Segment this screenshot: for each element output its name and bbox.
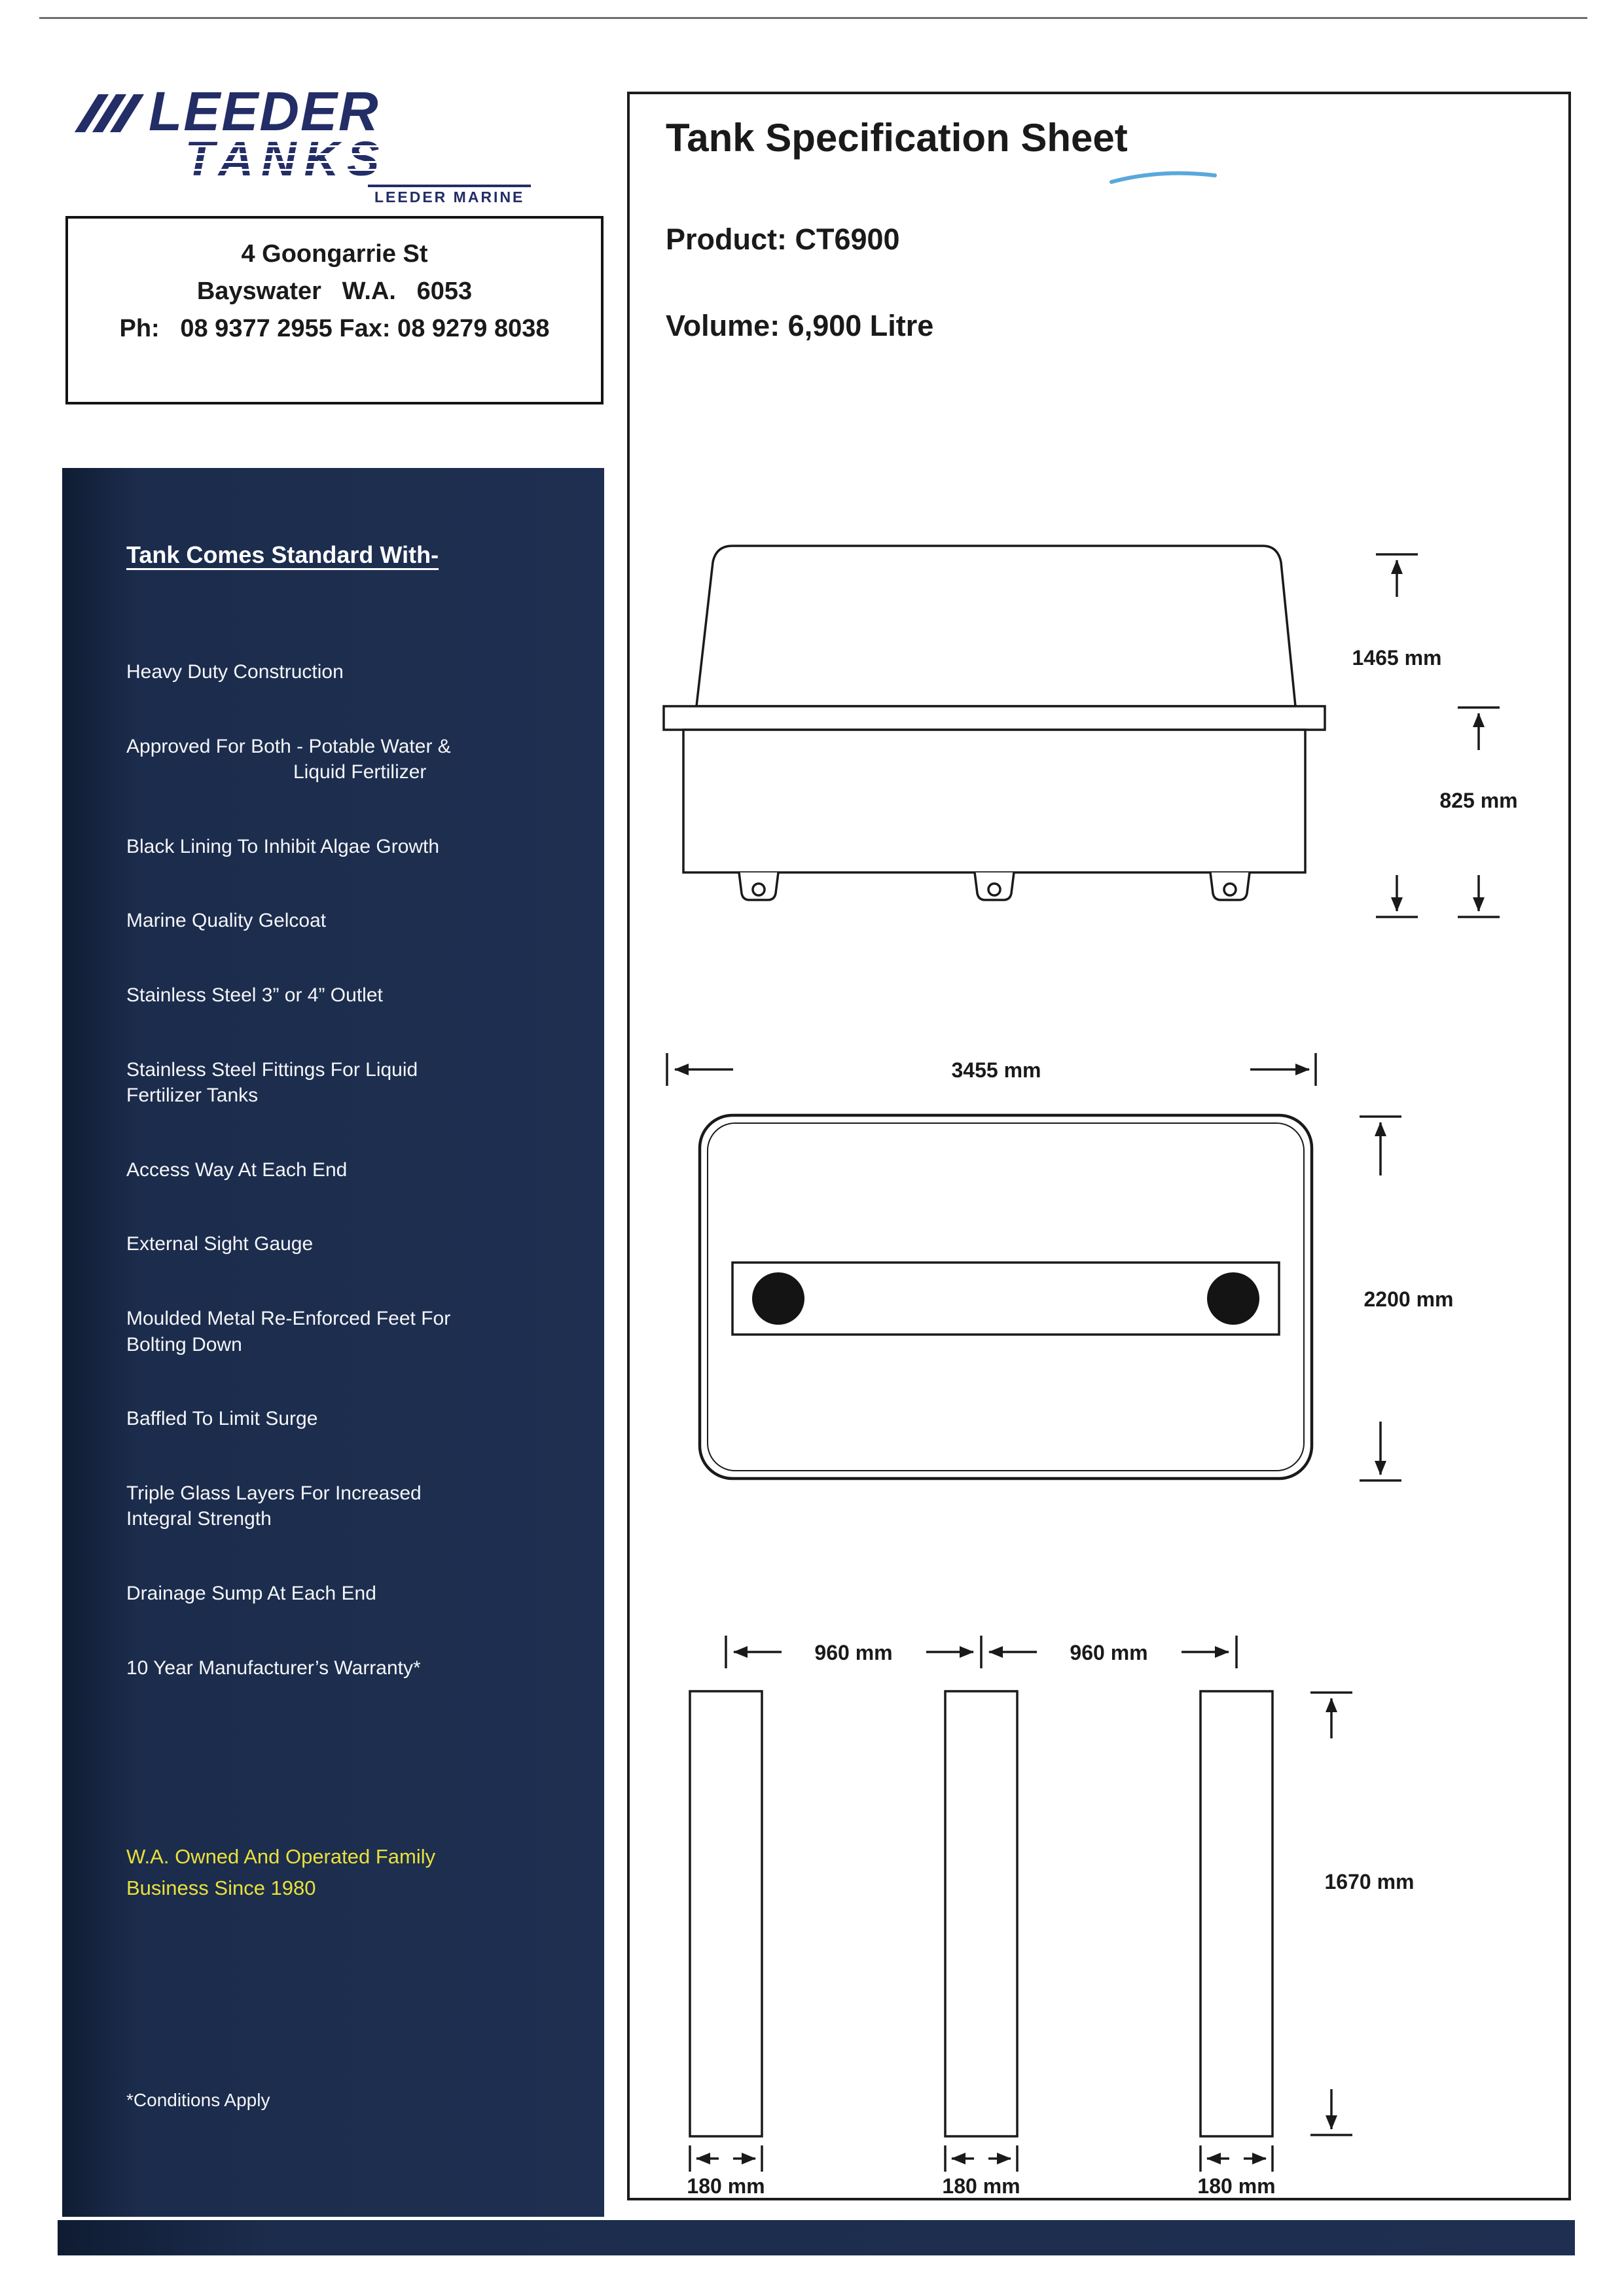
conditions-footnote: *Conditions Apply <box>126 2090 270 2110</box>
family-business-line1: W.A. Owned And Operated Family <box>126 1845 436 1868</box>
scan-artifact-line <box>39 17 1587 19</box>
tank-foot-tab <box>738 872 780 901</box>
logo-row2: TANKS <box>185 135 545 183</box>
feature-text: Moulded Metal Re-Enforced Feet For <box>126 1307 451 1329</box>
dimension-label-width: 2200 mm <box>1364 1287 1454 1311</box>
feature-item: Triple Glass Layers For Increased Integr… <box>126 1480 578 1532</box>
logo-name-top: LEEDER <box>149 81 380 142</box>
feature-text: Bolting Down <box>126 1333 242 1355</box>
feature-text: Marine Quality Gelcoat <box>126 910 327 932</box>
logo-slashes-icon <box>74 94 145 132</box>
page-title: Tank Specification Sheet <box>666 116 1128 160</box>
feature-item: Black Lining To Inhibit Algae Growth <box>126 834 578 860</box>
spec-box: Tank Specification Sheet Product: CT6900… <box>627 92 1571 2200</box>
dimension-label-spacing-2: 960 mm <box>1070 1641 1147 1664</box>
logo-row: LEEDER <box>74 81 545 142</box>
address-line-3: Ph: 08 9377 2955 Fax: 08 9279 8038 <box>119 315 550 342</box>
feature-text: Triple Glass Layers For Increased <box>126 1482 422 1504</box>
logo-subtitle-wrap: LEEDER MARINE <box>171 183 545 206</box>
feature-text: 10 Year Manufacturer’s Warranty* <box>126 1657 421 1679</box>
title-swoosh-icon <box>1110 171 1217 184</box>
foot-outline-2 <box>944 1690 1019 2138</box>
feature-text: Stainless Steel Fittings For Liquid <box>126 1058 418 1081</box>
address-line-1: 4 Goongarrie St <box>241 240 428 268</box>
feature-item: Baffled To Limit Surge <box>126 1406 578 1432</box>
feature-text: Fertilizer Tanks <box>126 1085 259 1107</box>
tank-lid-outline <box>695 545 1297 708</box>
logo-subtitle: LEEDER MARINE <box>368 185 532 206</box>
logo-name-bottom: TANKS <box>185 132 388 186</box>
feature-item: 10 Year Manufacturer’s Warranty* <box>126 1655 578 1681</box>
tank-flange-outline <box>662 705 1326 731</box>
dimension-label-foot-width-2: 180 mm <box>942 2174 1020 2198</box>
feature-text: Drainage Sump At Each End <box>126 1582 376 1604</box>
feature-text: Black Lining To Inhibit Algae Growth <box>126 835 440 857</box>
dimension-label-overall-height: 1465 mm <box>1352 646 1442 670</box>
dimension-label-spacing-1: 960 mm <box>814 1641 892 1664</box>
dimension-label-body-height: 825 mm <box>1439 789 1517 812</box>
dimension-label-foot-width-1: 180 mm <box>687 2174 765 2198</box>
dimension-label-foot-width-3: 180 mm <box>1197 2174 1275 2198</box>
plan-view-drawing: 3455 mm 2200 mm <box>666 1053 1454 1482</box>
feature-item: Access Way At Each End <box>126 1157 578 1183</box>
side-elevation-drawing: 1465 mm 825 mm <box>662 545 1518 918</box>
feature-text: Access Way At Each End <box>126 1158 348 1181</box>
family-business-line2: Business Since 1980 <box>126 1876 316 1900</box>
feature-item: Marine Quality Gelcoat <box>126 908 578 934</box>
tank-foot-tab <box>973 872 1015 901</box>
address-box: 4 Goongarrie St Bayswater W.A. 6053 Ph: … <box>65 216 604 404</box>
dimension-label-length: 3455 mm <box>952 1058 1041 1082</box>
feature-text: Baffled To Limit Surge <box>126 1408 318 1430</box>
access-way-left <box>752 1272 804 1325</box>
tank-body-outline <box>682 728 1307 874</box>
feature-item: Approved For Both - Potable Water & Liqu… <box>126 734 578 785</box>
footer-bar <box>58 2220 1575 2255</box>
feature-item: Stainless Steel Fittings For Liquid Fert… <box>126 1057 578 1109</box>
sidebar-heading: Tank Comes Standard With- <box>126 541 439 568</box>
feature-text: Liquid Fertilizer <box>293 761 427 783</box>
access-way-right <box>1207 1272 1259 1325</box>
feature-item: Stainless Steel 3” or 4” Outlet <box>126 982 578 1009</box>
feet-elevation-drawing: 960 mm 960 mm 1670 mm 180 mm 180 mm 180 … <box>687 1636 1415 2198</box>
feature-item: Moulded Metal Re-Enforced Feet For Bolti… <box>126 1306 578 1357</box>
feature-text: Stainless Steel 3” or 4” Outlet <box>126 984 383 1006</box>
foot-outline-1 <box>689 1690 763 2138</box>
logo: LEEDER TANKS LEEDER MARINE <box>74 81 545 206</box>
features-sidebar: Tank Comes Standard With- Heavy Duty Con… <box>62 468 604 2217</box>
feature-item: External Sight Gauge <box>126 1231 578 1257</box>
dimension-label-foot-height: 1670 mm <box>1325 1870 1415 1893</box>
feature-text: Approved For Both - Potable Water & <box>126 735 451 757</box>
feature-item: Heavy Duty Construction <box>126 659 578 685</box>
product-label: Product: CT6900 <box>666 223 900 256</box>
foot-outline-3 <box>1199 1690 1274 2138</box>
access-band-outline <box>731 1261 1280 1336</box>
feature-text: External Sight Gauge <box>126 1233 314 1255</box>
family-business-note: W.A. Owned And Operated Family Business … <box>126 1841 435 1904</box>
feature-text: Heavy Duty Construction <box>126 661 344 683</box>
feature-item: Drainage Sump At Each End <box>126 1581 578 1607</box>
tank-foot-tab <box>1209 872 1251 901</box>
address-line-2: Bayswater W.A. 6053 <box>196 278 473 305</box>
feature-text: Integral Strength <box>126 1508 272 1530</box>
volume-label: Volume: 6,900 Litre <box>666 309 934 342</box>
